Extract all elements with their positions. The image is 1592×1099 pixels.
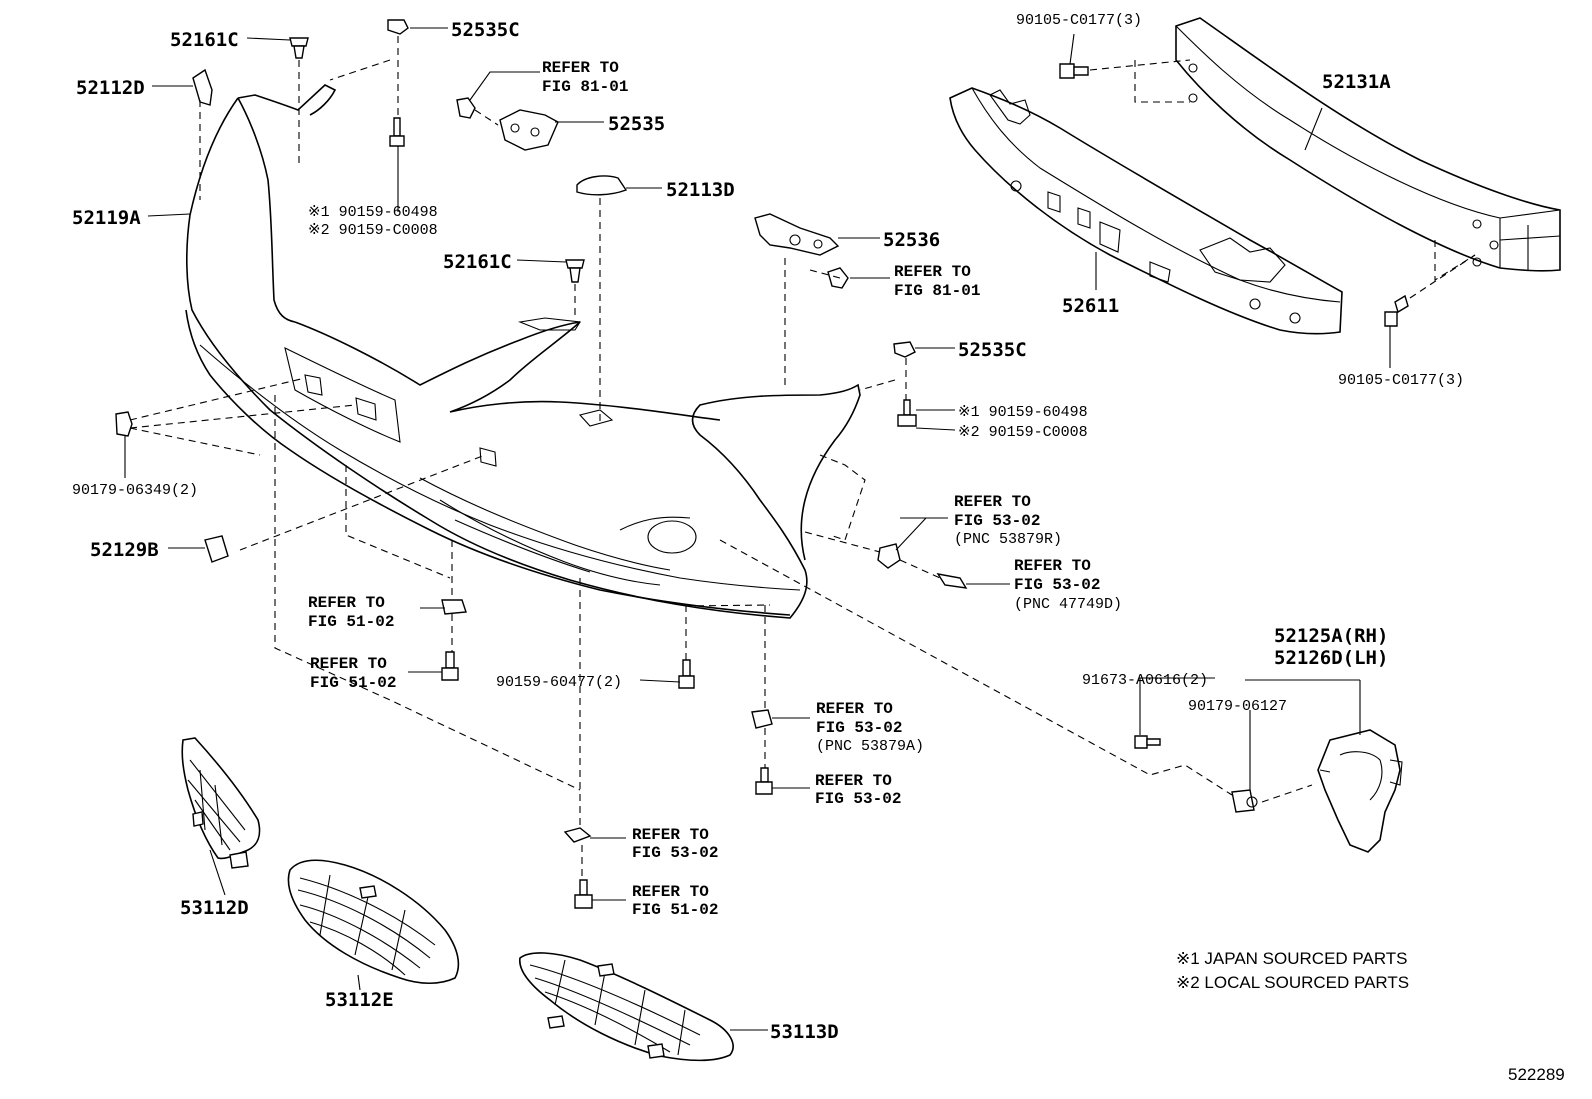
part-52535 [456,97,559,151]
note-right-1: ※1 90159-60498 [958,404,1088,421]
label-52131A: 52131A [1322,71,1391,93]
ref-51-02-a-line2[interactable]: FIG 51-02 [308,613,394,631]
clip-52161C-b [565,259,585,283]
sourcing-notes: ※1 90159-60498 ※2 90159-C0008 ※1 90159-6… [308,204,1088,441]
ref-53-02-a-line1[interactable]: REFER TO [954,493,1031,511]
part-52113D [576,175,628,196]
part-53112E [287,859,460,985]
label-90159-60477: 90159-60477(2) [496,674,622,691]
refer-to-labels[interactable]: REFER TO FIG 81-01 REFER TO FIG 81-01 RE… [308,59,1122,919]
clip-52161C-a [289,37,309,59]
ref-51-02-c-line2[interactable]: FIG 51-02 [632,901,718,919]
legend-local-sourced: ※2 LOCAL SOURCED PARTS [1176,973,1409,992]
part-53113D [519,952,734,1062]
ref-81-01-a-line2[interactable]: FIG 81-01 [542,78,628,96]
label-52535C-a: 52535C [451,19,520,41]
diagram-id: 522289 [1508,1065,1565,1084]
part-labels: 52161C 52535C 52112D 52119A 52535 52113D… [72,12,1464,1043]
ref-53-02-b-line1[interactable]: REFER TO [1014,557,1091,575]
label-52129B: 52129B [90,539,159,561]
ref-53-02-a-pnc: (PNC 53879R) [954,531,1062,548]
part-52536 [754,213,849,289]
part-52125A-52126D [1317,729,1403,853]
part-52611 [949,87,1343,335]
ref-51-02-c-line1[interactable]: REFER TO [632,883,709,901]
part-53112D [181,737,261,869]
label-52113D: 52113D [666,179,735,201]
part-52112D [192,68,213,106]
label-90179-06127: 90179-06127 [1188,698,1287,715]
note-left-2: ※2 90159-C0008 [308,222,438,239]
retainers [115,411,1258,843]
nut-52535C-a [387,19,409,35]
ref-81-01-b-line1[interactable]: REFER TO [894,263,971,281]
ref-51-02-b-line2[interactable]: FIG 51-02 [310,674,396,692]
ref-53-02-c-line2[interactable]: FIG 53-02 [816,719,902,737]
label-52112D: 52112D [76,77,145,99]
screws [389,63,1409,909]
ref-53-02-a-line2[interactable]: FIG 53-02 [954,512,1040,530]
ref-81-01-a-line1[interactable]: REFER TO [542,59,619,77]
label-52119A: 52119A [72,207,141,229]
ref-53-02-c-line1[interactable]: REFER TO [816,700,893,718]
bumper-cover [185,84,861,619]
label-52535: 52535 [608,113,665,135]
dashed-lines [129,36,1476,880]
ref-81-01-b-line2[interactable]: FIG 81-01 [894,282,980,300]
label-90105-right: 90105-C0177(3) [1338,372,1464,389]
label-52535C-b: 52535C [958,339,1027,361]
label-52161C-a: 52161C [170,29,239,51]
leader-lines [124,27,1391,1031]
label-91673: 91673-A0616(2) [1082,672,1208,689]
label-53113D: 53113D [770,1021,839,1043]
label-90105-top: 90105-C0177(3) [1016,12,1142,29]
ref-51-02-b-line1[interactable]: REFER TO [310,655,387,673]
note-left-1: ※1 90159-60498 [308,204,438,221]
ref-53-02-e-line2[interactable]: FIG 53-02 [632,844,718,862]
label-52125A: 52125A(RH) [1274,625,1388,647]
ref-53-02-d-line1[interactable]: REFER TO [815,772,892,790]
ref-53-02-e-line1[interactable]: REFER TO [632,826,709,844]
ref-53-02-c-pnc: (PNC 53879A) [816,738,924,755]
label-52161C-b: 52161C [443,251,512,273]
label-52536: 52536 [883,229,940,251]
ref-53-02-b-pnc: (PNC 47749D) [1014,596,1122,613]
label-53112D: 53112D [180,897,249,919]
label-53112E: 53112E [325,989,394,1011]
legend: ※1 JAPAN SOURCED PARTS ※2 LOCAL SOURCED … [1176,949,1409,992]
nut-52535C-b [893,341,916,358]
label-52126D: 52126D(LH) [1274,647,1388,669]
ref-53-02-b-line2[interactable]: FIG 53-02 [1014,576,1100,594]
label-90179-06349: 90179-06349(2) [72,482,198,499]
label-52611: 52611 [1062,295,1119,317]
ref-51-02-a-line1[interactable]: REFER TO [308,594,385,612]
legend-japan-sourced: ※1 JAPAN SOURCED PARTS [1176,949,1408,968]
ref-53-02-d-line2[interactable]: FIG 53-02 [815,790,901,808]
part-52131A [1175,17,1561,272]
note-right-2: ※2 90159-C0008 [958,424,1088,441]
